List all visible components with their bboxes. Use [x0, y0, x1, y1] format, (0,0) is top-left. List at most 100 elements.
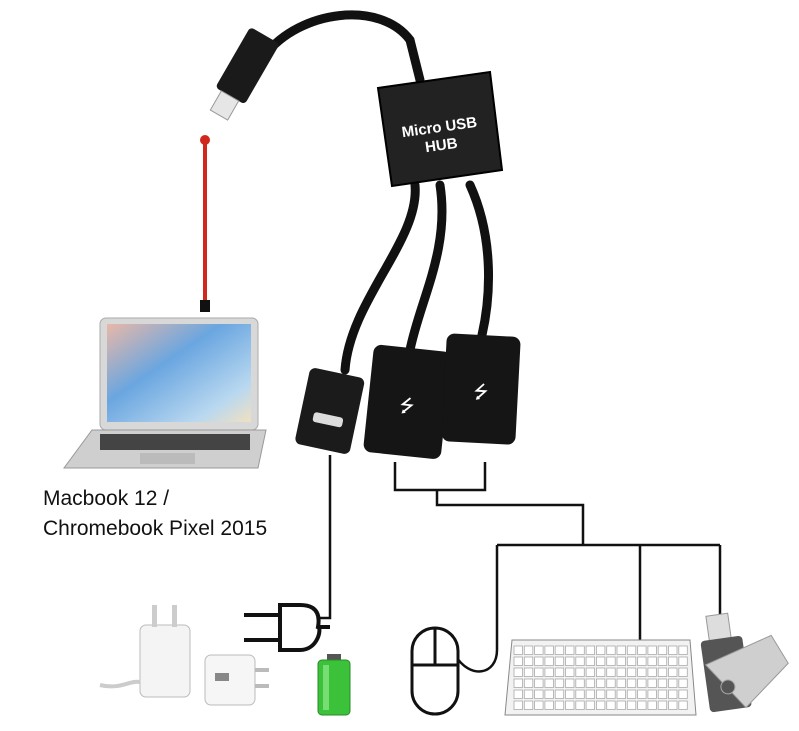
keyboard-key: [513, 656, 523, 666]
keyboard-key: [554, 700, 565, 710]
keyboard-key: [596, 645, 606, 655]
keyboard-key: [596, 678, 606, 688]
keyboard-key: [575, 700, 585, 710]
keyboard-key: [544, 667, 554, 677]
keyboard-key: [637, 678, 647, 688]
power-plug-icon: [244, 603, 330, 652]
keyboard-key: [554, 678, 565, 688]
keyboard-key: [637, 689, 647, 699]
mouse-icon: [410, 626, 460, 716]
keyboard-key: [575, 678, 585, 688]
chargers-image: [99, 605, 269, 706]
keyboard-key: [637, 700, 647, 710]
keyboard-key: [554, 645, 565, 655]
keyboard-key: [657, 656, 668, 666]
keyboard-key: [626, 689, 637, 699]
keyboard-key: [647, 667, 657, 677]
keyboard-key: [616, 700, 626, 710]
keyboard-key: [657, 700, 668, 710]
keyboard-key: [565, 700, 575, 710]
keyboard-key: [523, 645, 534, 655]
keyboard-key: [534, 689, 544, 699]
keyboard-key: [585, 656, 595, 666]
keyboard-key: [523, 700, 534, 710]
keyboard-key: [544, 656, 554, 666]
keyboard-key: [678, 645, 688, 655]
keyboard-key: [554, 689, 565, 699]
keyboard-key: [554, 667, 565, 677]
keyboard-key: [523, 678, 534, 688]
keyboard-image: [504, 639, 697, 716]
keyboard-key: [534, 656, 544, 666]
keyboard-key: [565, 667, 575, 677]
keyboard-key: [575, 667, 585, 677]
keyboard-key: [585, 667, 595, 677]
keyboard-key: [668, 678, 678, 688]
keyboard-key: [544, 678, 554, 688]
keyboard-key: [513, 689, 523, 699]
keyboard-key: [523, 689, 534, 699]
keyboard-key: [565, 689, 575, 699]
keyboard-key: [544, 700, 554, 710]
keyboard-key: [626, 700, 637, 710]
keyboard-key: [657, 678, 668, 688]
keyboard-key: [513, 700, 523, 710]
keyboard-key: [575, 656, 585, 666]
keyboard-key: [626, 667, 637, 677]
keyboard-key: [554, 656, 565, 666]
keyboard-key: [596, 700, 606, 710]
device-label: Macbook 12 / Chromebook Pixel 2015: [43, 484, 267, 544]
usb-flash-drive-image: [700, 612, 789, 713]
hub-label-line2: HUB: [424, 135, 459, 156]
keyboard-key: [678, 700, 688, 710]
usb-icon: ⭍: [398, 395, 415, 416]
keyboard-key: [668, 656, 678, 666]
keyboard-key: [616, 656, 626, 666]
keyboard-key: [626, 656, 637, 666]
keyboard-key: [616, 667, 626, 677]
keyboard-key: [565, 645, 575, 655]
usb-a-port-1: ⭍: [363, 344, 451, 459]
keyboard-key: [544, 689, 554, 699]
keyboard-key: [616, 645, 626, 655]
keyboard-key: [585, 689, 595, 699]
keyboard-key: [637, 667, 647, 677]
keyboard-key: [616, 689, 626, 699]
laptop-image: [63, 317, 267, 469]
keyboard-key: [647, 689, 657, 699]
device-label-line2: Chromebook Pixel 2015: [43, 517, 268, 540]
device-label-line1: Macbook 12 /: [43, 487, 170, 510]
keyboard-key: [637, 645, 647, 655]
keyboard-key: [534, 700, 544, 710]
keyboard-key: [606, 700, 616, 710]
keyboard-key: [647, 700, 657, 710]
keyboard-key: [626, 645, 637, 655]
keyboard-key: [668, 645, 678, 655]
usb-icon: ⭍: [473, 382, 489, 403]
keyboard-key: [626, 678, 637, 688]
keyboard-key: [596, 689, 606, 699]
keyboard-key: [678, 656, 688, 666]
keyboard-key: [585, 645, 595, 655]
keyboard-key: [596, 667, 606, 677]
keyboard-key: [565, 678, 575, 688]
adapter-line: [200, 135, 210, 312]
keyboard-key: [647, 656, 657, 666]
keyboard-key: [668, 667, 678, 677]
keyboard-key: [678, 667, 688, 677]
keyboard-key: [678, 689, 688, 699]
keyboard-key: [523, 656, 534, 666]
keyboard-key: [606, 656, 616, 666]
keyboard-key: [616, 678, 626, 688]
keyboard-key: [575, 689, 585, 699]
keyboard-key: [606, 689, 616, 699]
keyboard-key: [637, 656, 647, 666]
keyboard-key: [534, 645, 544, 655]
keyboard-key: [668, 689, 678, 699]
keyboard-key: [678, 678, 688, 688]
keyboard-key: [585, 678, 595, 688]
connection-lines: [318, 455, 722, 673]
keyboard-key: [585, 700, 595, 710]
